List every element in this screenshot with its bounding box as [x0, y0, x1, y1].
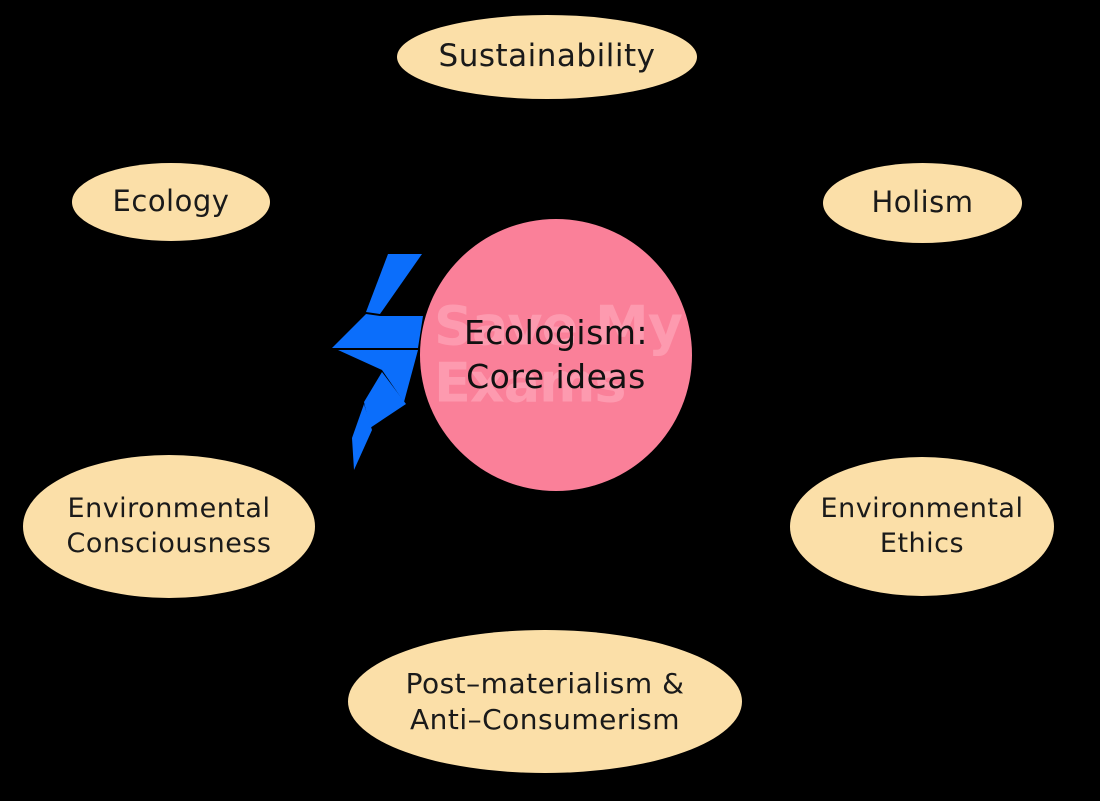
- node-sustainability-label: Sustainability: [438, 38, 656, 75]
- node-holism[interactable]: Holism: [823, 163, 1022, 243]
- node-holism-label: Holism: [871, 185, 974, 220]
- node-environmental-consciousness-label: Environmental Consciousness: [66, 492, 272, 559]
- node-environmental-ethics-label: Environmental Ethics: [820, 492, 1024, 559]
- lightning-bolt-icon: [330, 252, 430, 472]
- node-ecology-label: Ecology: [112, 184, 230, 219]
- node-post-materialism-label: Post–materialism & Anti–Consumerism: [405, 666, 685, 736]
- node-environmental-consciousness[interactable]: Environmental Consciousness: [23, 455, 315, 598]
- center-node-ecologism[interactable]: Save My Exams Ecologism: Core ideas: [420, 219, 692, 491]
- node-environmental-ethics[interactable]: Environmental Ethics: [790, 457, 1054, 596]
- node-sustainability[interactable]: Sustainability: [397, 15, 697, 99]
- node-post-materialism[interactable]: Post–materialism & Anti–Consumerism: [348, 630, 742, 773]
- node-ecology[interactable]: Ecology: [72, 163, 270, 241]
- center-node-label: Ecologism: Core ideas: [463, 312, 649, 396]
